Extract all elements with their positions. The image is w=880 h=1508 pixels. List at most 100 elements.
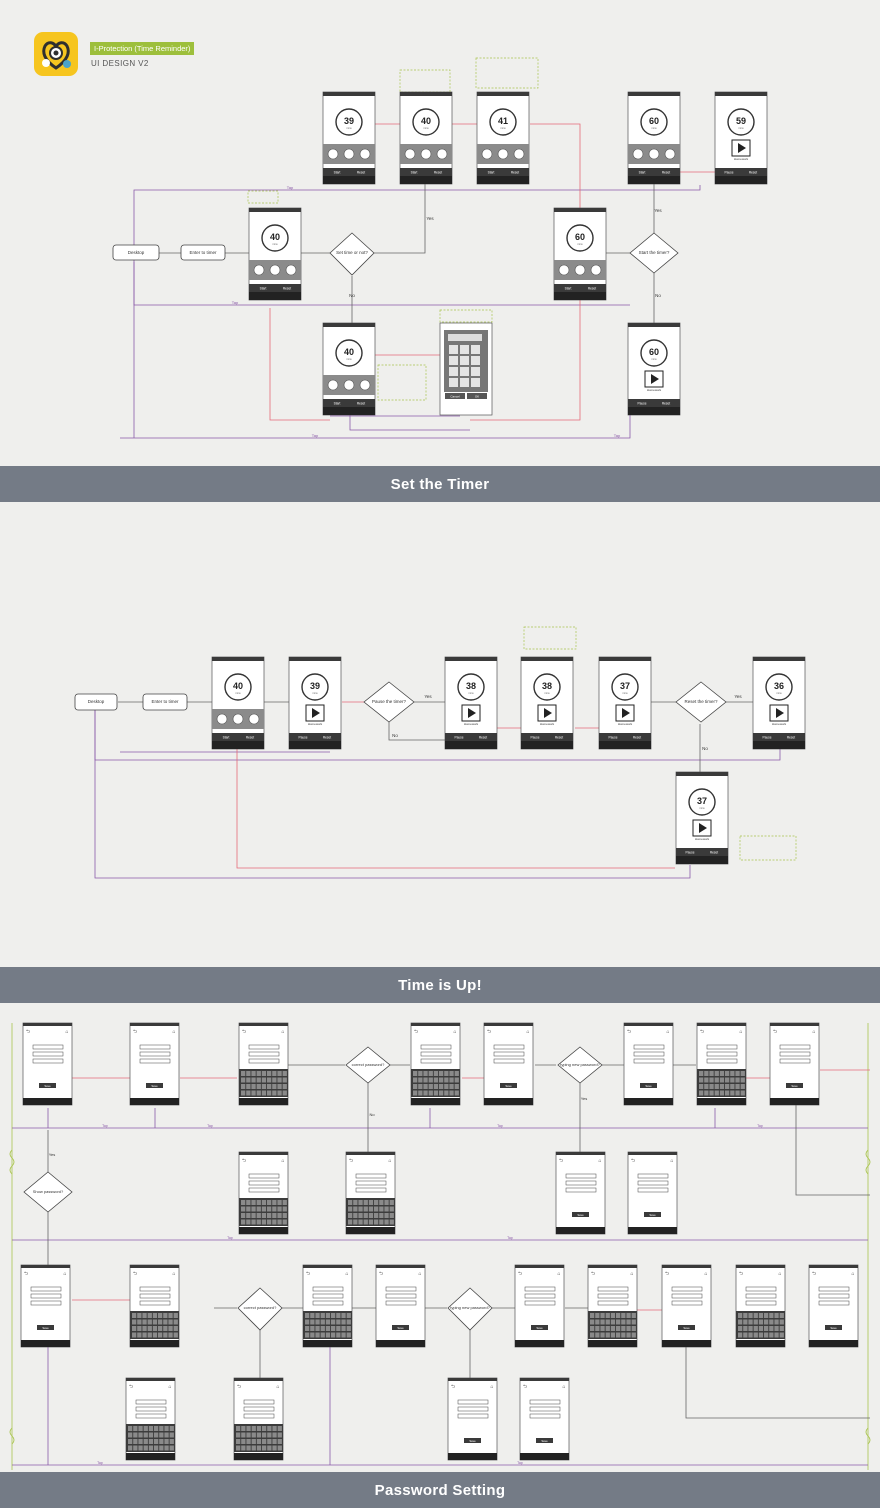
svg-text:Save: Save — [469, 1439, 476, 1443]
svg-text:39: 39 — [344, 116, 354, 126]
svg-text:Desktop: Desktop — [88, 699, 105, 704]
svg-text:mins: mins — [577, 243, 583, 246]
svg-text:No: No — [392, 733, 398, 738]
pause-decision — [363, 681, 415, 723]
svg-text:⌂: ⌂ — [172, 1029, 175, 1035]
start-timer-decision — [629, 232, 679, 274]
svg-text:Tap: Tap — [517, 1461, 523, 1465]
note-max-limit — [439, 309, 493, 323]
note-default-value — [247, 190, 279, 204]
svg-text:Reset: Reset — [749, 171, 757, 175]
svg-text:mins: mins — [346, 358, 352, 361]
svg-text:Reset: Reset — [511, 171, 519, 175]
svg-text:Pause: Pause — [608, 736, 617, 740]
svg-text:mins: mins — [312, 692, 318, 695]
typing-new-password-decision-1 — [557, 1046, 603, 1084]
svg-text:Homework: Homework — [695, 837, 710, 841]
section-title-set-timer: Set the Timer — [0, 466, 880, 502]
svg-text:Homework: Homework — [308, 722, 323, 726]
svg-text:⌂: ⌂ — [490, 1384, 493, 1390]
svg-text:⌂: ⌂ — [526, 1029, 529, 1035]
set-timer-flow: Desktop Enter to timer Set time or not? … — [112, 57, 768, 439]
svg-text:Reset: Reset — [787, 736, 795, 740]
svg-text:Homework: Homework — [647, 388, 662, 392]
svg-text:Yes: Yes — [581, 1096, 588, 1101]
svg-text:Reset: Reset — [588, 287, 596, 291]
password-screen-row3-6: ⮌⌂ — [587, 1264, 638, 1348]
svg-text:Start: Start — [334, 171, 341, 175]
svg-text:Yes: Yes — [49, 1152, 56, 1157]
svg-text:Homework: Homework — [772, 722, 787, 726]
svg-text:mins: mins — [622, 692, 628, 695]
svg-text:Yes: Yes — [654, 208, 662, 213]
svg-text:⌂: ⌂ — [630, 1271, 633, 1277]
svg-text:⮌: ⮌ — [349, 1157, 353, 1164]
svg-text:Yes: Yes — [734, 694, 742, 699]
password-screen-row4-1: ⮌⌂ — [125, 1377, 176, 1461]
section-title-password: Password Setting — [0, 1472, 880, 1508]
show-password-decision — [23, 1171, 73, 1213]
svg-text:36: 36 — [774, 681, 784, 691]
svg-text:mins: mins — [738, 127, 744, 130]
svg-text:Pause the timer?: Pause the timer? — [372, 699, 407, 704]
password-screen-row3-2: ⮌⌂ — [129, 1264, 180, 1348]
password-screen-row1-5: ⮌⌂Save — [483, 1022, 534, 1106]
svg-text:60: 60 — [649, 116, 659, 126]
svg-text:⮌: ⮌ — [24, 1270, 28, 1277]
svg-text:⮌: ⮌ — [665, 1270, 669, 1277]
password-screen-row3-5: ⮌⌂Save — [514, 1264, 565, 1348]
svg-text:Reset: Reset — [555, 736, 563, 740]
svg-text:Start: Start — [488, 171, 495, 175]
svg-text:⌂: ⌂ — [739, 1029, 742, 1035]
svg-text:Enter to timer: Enter to timer — [151, 699, 179, 704]
svg-text:Reset the timer?: Reset the timer? — [684, 699, 718, 704]
svg-text:⮌: ⮌ — [812, 1270, 816, 1277]
svg-text:⌂: ⌂ — [453, 1029, 456, 1035]
app-logo — [34, 32, 78, 76]
svg-text:Start: Start — [334, 402, 341, 406]
svg-text:⮌: ⮌ — [591, 1270, 595, 1277]
svg-text:Tap: Tap — [757, 1124, 763, 1128]
svg-text:mins: mins — [651, 358, 657, 361]
svg-text:40: 40 — [421, 116, 431, 126]
svg-text:Tap: Tap — [614, 433, 621, 438]
svg-text:Reset: Reset — [662, 171, 670, 175]
svg-text:Tap: Tap — [207, 1124, 213, 1128]
correct-password-decision-2 — [237, 1287, 283, 1331]
svg-text:⌂: ⌂ — [557, 1271, 560, 1277]
svg-text:⮌: ⮌ — [451, 1383, 455, 1390]
svg-text:Reset: Reset — [283, 287, 291, 291]
svg-text:38: 38 — [542, 681, 552, 691]
svg-text:Reset: Reset — [479, 736, 487, 740]
svg-text:⮌: ⮌ — [26, 1028, 30, 1035]
svg-text:mins: mins — [776, 692, 782, 695]
svg-text:⮌: ⮌ — [379, 1270, 383, 1277]
start-decision-label: Start the timer? — [639, 250, 670, 255]
svg-text:⮌: ⮌ — [523, 1383, 527, 1390]
svg-text:Save: Save — [541, 1439, 548, 1443]
password-screen-row1-8: ⮌⌂Save — [769, 1022, 820, 1106]
svg-text:⌂: ⌂ — [388, 1158, 391, 1164]
svg-text:Start: Start — [223, 736, 230, 740]
svg-text:typing new password?: typing new password? — [560, 1062, 600, 1067]
svg-text:Reset: Reset — [357, 402, 365, 406]
svg-text:⮌: ⮌ — [559, 1157, 563, 1164]
svg-text:Save: Save — [791, 1084, 798, 1088]
password-screen-row2-1: ⮌⌂ — [238, 1151, 289, 1235]
password-screen-row1-7: ⮌⌂ — [696, 1022, 747, 1106]
svg-text:⮌: ⮌ — [306, 1270, 310, 1277]
svg-text:Save: Save — [645, 1084, 652, 1088]
svg-text:mins: mins — [423, 127, 429, 130]
svg-text:Tap: Tap — [232, 300, 239, 305]
password-screen-row3-3: ⮌⌂ — [302, 1264, 353, 1348]
svg-text:⮌: ⮌ — [518, 1270, 522, 1277]
svg-text:⌂: ⌂ — [666, 1029, 669, 1035]
svg-text:Tap: Tap — [102, 1124, 108, 1128]
reset-decision — [675, 681, 727, 723]
svg-text:⮌: ⮌ — [627, 1028, 631, 1035]
